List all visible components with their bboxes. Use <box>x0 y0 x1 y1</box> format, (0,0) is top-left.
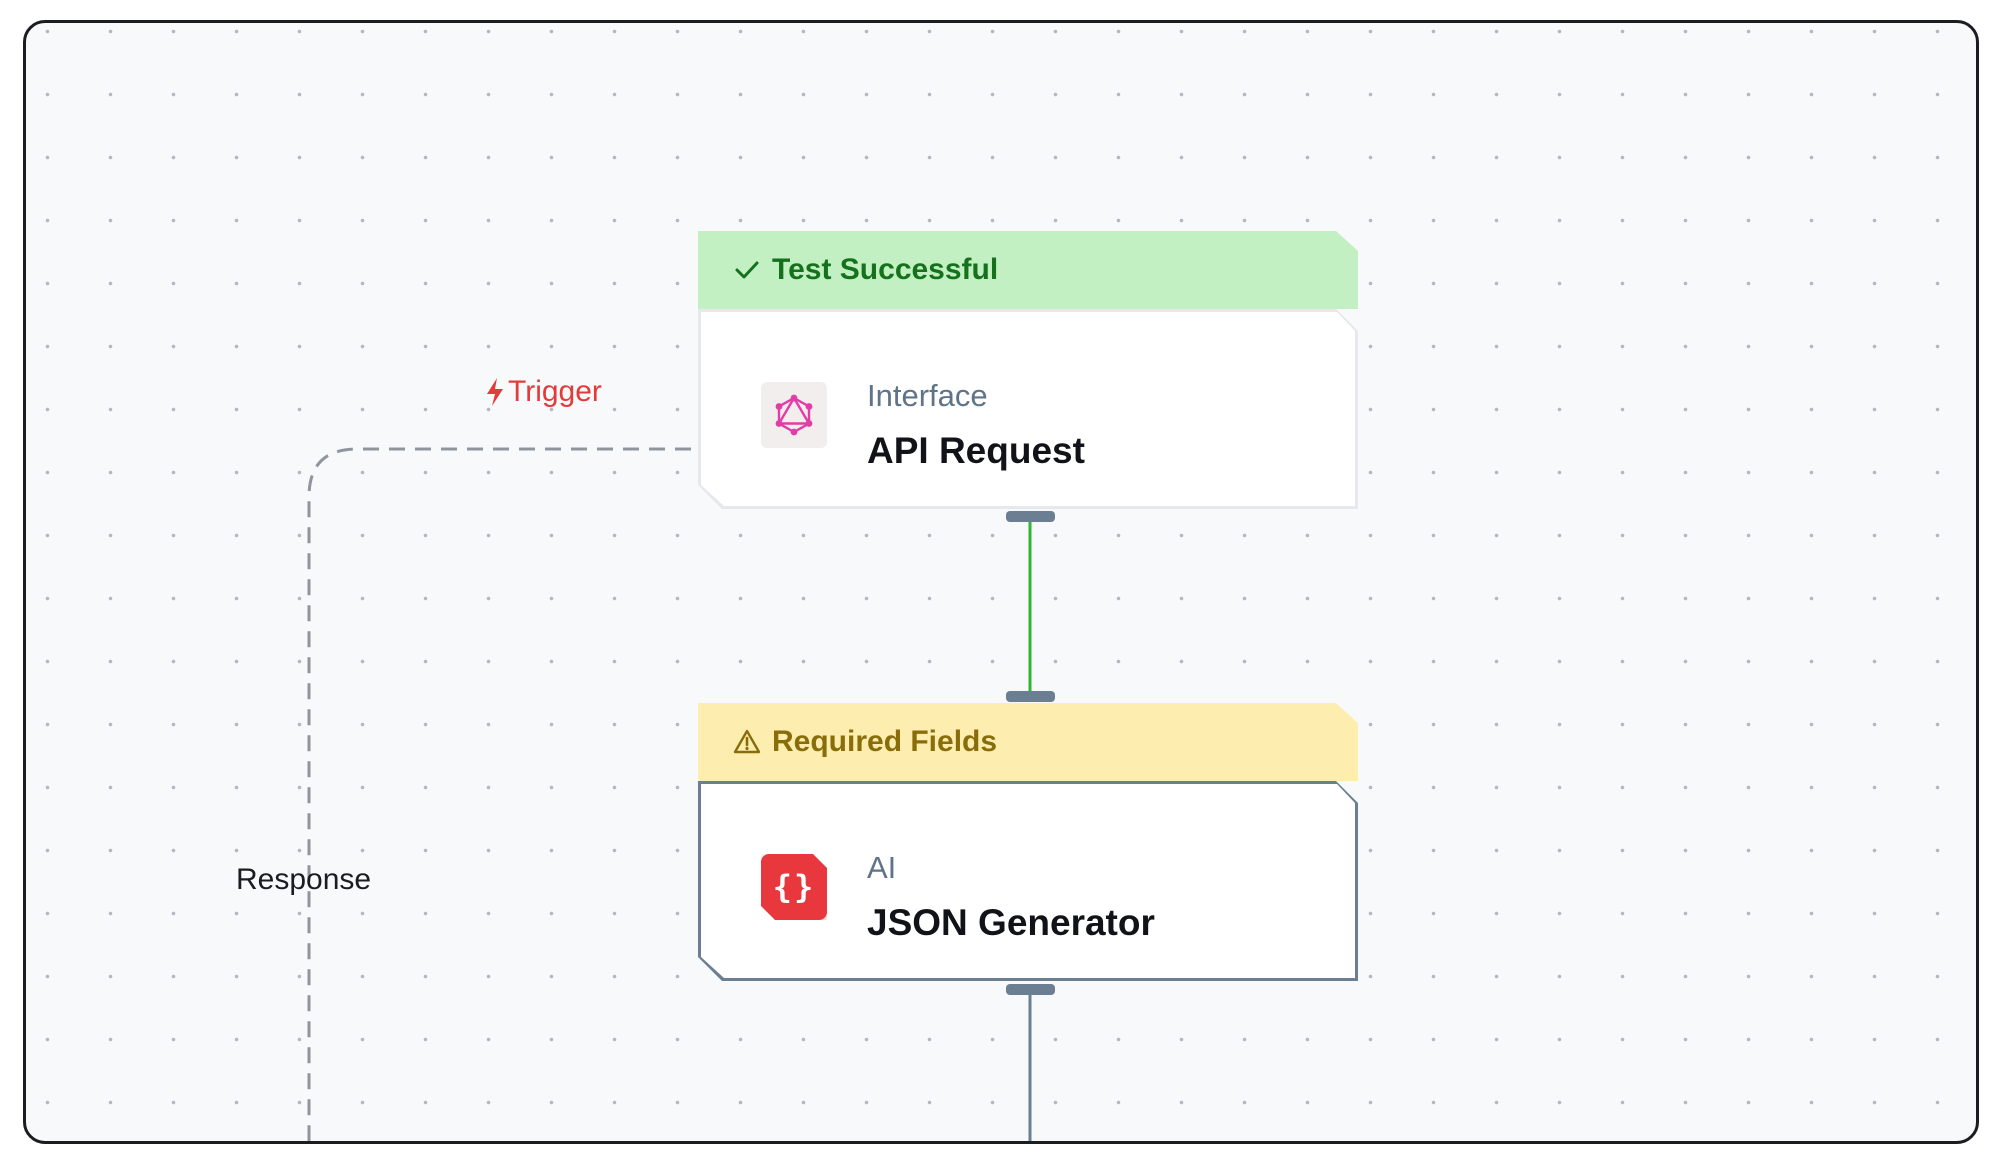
response-label: Response <box>236 863 372 896</box>
json-generator-node[interactable]: Required Fields {} AI JSON Generator <box>698 703 1358 981</box>
node-body: {} AI JSON Generator <box>698 781 1358 981</box>
api-request-output-handle[interactable] <box>1006 511 1055 522</box>
node-type-label: Interface <box>867 378 988 413</box>
node-status-banner: Test Successful <box>698 231 1358 309</box>
trigger-label: Trigger <box>484 375 602 409</box>
node-title: JSON Generator <box>867 902 1155 943</box>
edges-layer <box>307 447 1055 1144</box>
node-body: Interface API Request <box>698 309 1358 509</box>
node-status-text: Required Fields <box>772 725 998 758</box>
trigger-label-text: Trigger <box>508 375 602 408</box>
json-braces-icon: {} <box>761 854 827 920</box>
json-generator-output-handle[interactable] <box>1006 984 1055 995</box>
node-status-banner: Required Fields <box>698 703 1358 781</box>
graphql-icon <box>761 382 827 448</box>
node-type-label: AI <box>867 850 897 885</box>
json-generator-input-handle[interactable] <box>1006 691 1055 702</box>
check-icon <box>735 261 759 279</box>
node-title: API Request <box>867 430 1085 471</box>
warning-triangle-icon <box>733 729 761 754</box>
node-status-text: Test Successful <box>772 253 999 286</box>
workflow-canvas[interactable]: Trigger Response Test Successful <box>23 20 1979 1144</box>
lightning-bolt-icon <box>487 378 503 406</box>
api-request-node[interactable]: Test Successful <box>698 231 1358 509</box>
trigger-response-edge[interactable] <box>307 447 691 1144</box>
